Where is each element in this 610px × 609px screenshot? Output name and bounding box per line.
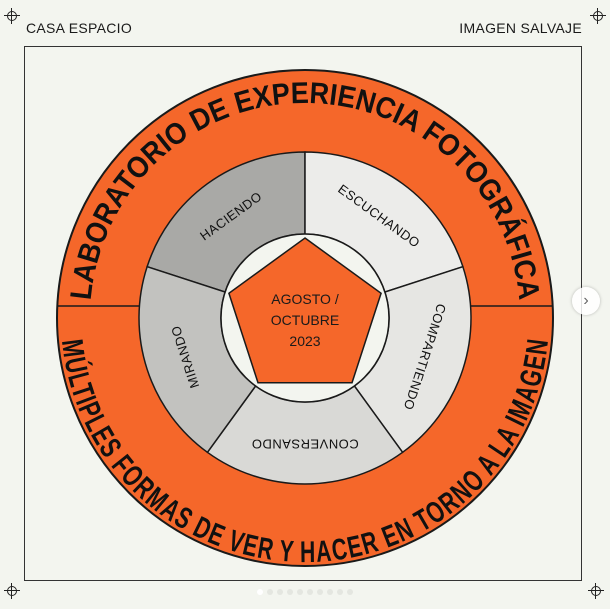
carousel-dot[interactable] [257, 589, 263, 595]
crosshair-icon [4, 8, 20, 24]
carousel-dot[interactable] [317, 589, 323, 595]
carousel-dot[interactable] [287, 589, 293, 595]
carousel-dots [257, 589, 353, 595]
carousel-dot[interactable] [297, 589, 303, 595]
carousel-dot[interactable] [347, 589, 353, 595]
crosshair-icon [4, 583, 20, 599]
brand-imagen-salvaje: IMAGEN SALVAJE [459, 20, 582, 36]
center-pentagon [228, 237, 382, 384]
carousel-dot[interactable] [327, 589, 333, 595]
crosshair-icon [590, 8, 606, 24]
chevron-right-icon: › [583, 292, 589, 309]
carousel-dot[interactable] [277, 589, 283, 595]
center-date-year: 2023 [289, 333, 320, 349]
segment-label: CONVERSANDO [251, 437, 358, 452]
center-date-line1: AGOSTO / [271, 291, 339, 307]
brand-casa-espacio: CASA ESPACIO [26, 20, 133, 36]
carousel-dot[interactable] [307, 589, 313, 595]
next-slide-button[interactable]: › [572, 287, 600, 315]
crosshair-icon [588, 583, 604, 599]
center-date-line2: OCTUBRE [271, 312, 339, 328]
carousel-dot[interactable] [337, 589, 343, 595]
carousel-dot[interactable] [267, 589, 273, 595]
